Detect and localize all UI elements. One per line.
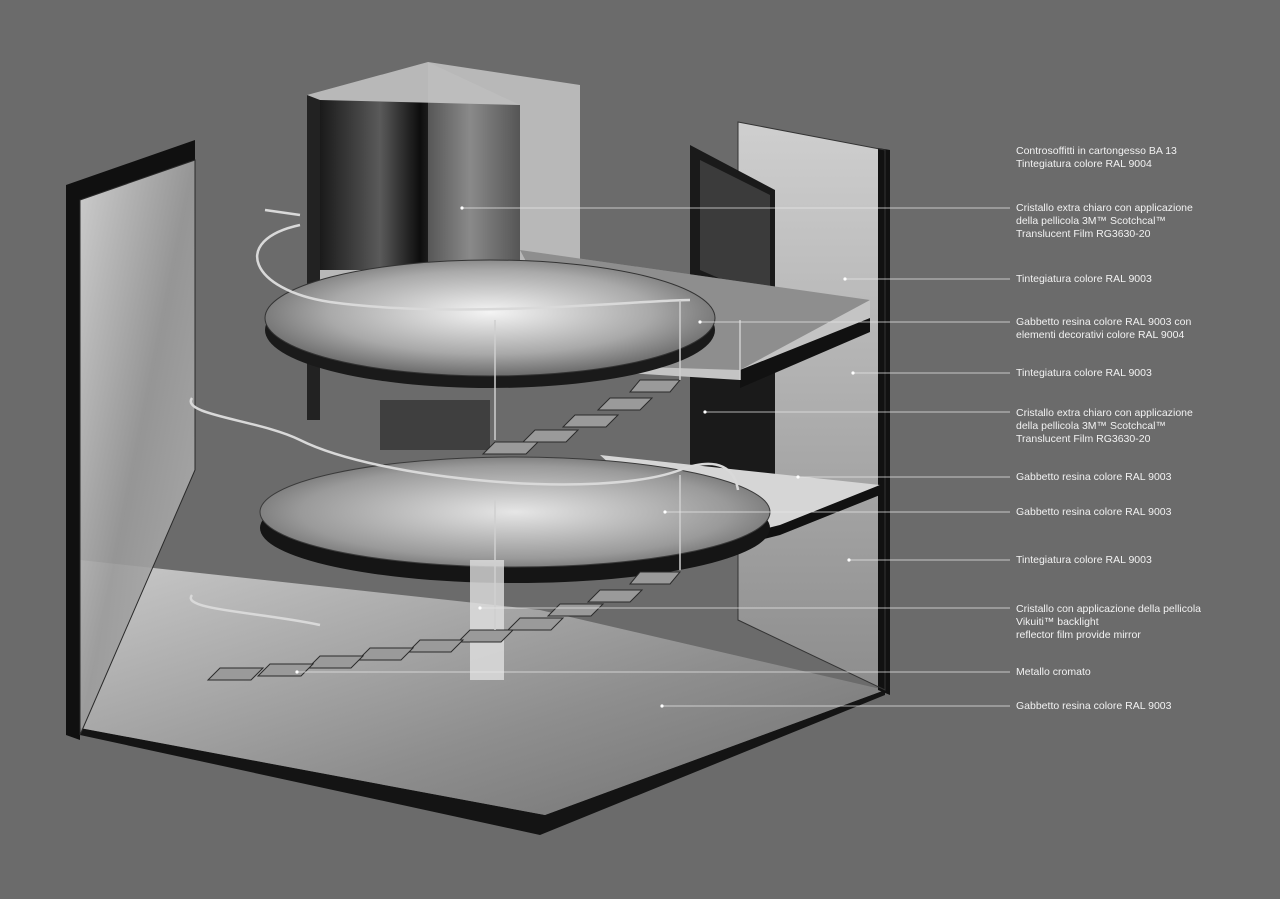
annotation-resin-landing: Gabbetto resina colore RAL 9003 bbox=[1016, 471, 1172, 483]
floor-slab bbox=[80, 560, 885, 835]
annotation-chrome-metal: Metallo cromato bbox=[1016, 666, 1091, 678]
annotation-resin-disc: Gabbetto resina colore RAL 9003 bbox=[1016, 506, 1172, 518]
lower-disc bbox=[259, 456, 771, 583]
stair-treads bbox=[206, 379, 682, 681]
handrails bbox=[189, 208, 740, 627]
annotation-resin-decor: Gabbetto resina colore RAL 9003 con elem… bbox=[1016, 316, 1192, 341]
support-column bbox=[380, 400, 504, 680]
annotation-paint-middle: Tintegiatura colore RAL 9003 bbox=[1016, 367, 1152, 379]
annotation-mirror-film: Cristallo con applicazione della pellico… bbox=[1016, 603, 1202, 641]
leader-lines bbox=[297, 207, 1010, 707]
annotation-ceiling: Controsoffitti in cartongesso BA 13 Tint… bbox=[1016, 145, 1177, 170]
annotation-paint-lower: Tintegiatura colore RAL 9003 bbox=[1016, 554, 1152, 566]
annotation-resin-floor: Gabbetto resina colore RAL 9003 bbox=[1016, 700, 1172, 712]
annotation-glass-middle: Cristallo extra chiaro con applicazione … bbox=[1016, 407, 1193, 445]
left-wall bbox=[66, 140, 196, 740]
central-tower bbox=[307, 62, 580, 420]
annotation-glass-upper: Cristallo extra chiaro con applicazione … bbox=[1016, 202, 1193, 240]
leader-dots bbox=[295, 206, 855, 708]
upper-disc bbox=[264, 259, 716, 388]
annotation-paint-upper: Tintegiatura colore RAL 9003 bbox=[1016, 273, 1152, 285]
